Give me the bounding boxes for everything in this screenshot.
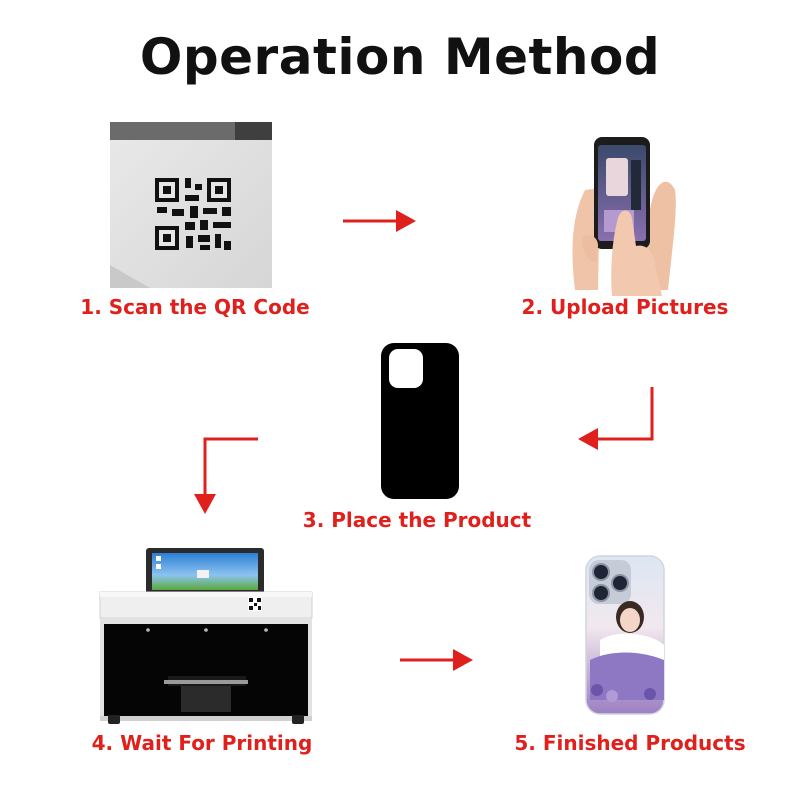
step-1-label: 1. Scan the QR Code [80, 295, 310, 319]
arrow-2-to-3 [578, 387, 654, 450]
arrow-4-to-5 [400, 649, 473, 671]
arrow-1-to-2 [343, 210, 416, 232]
arrow-3-to-4 [194, 437, 258, 514]
hand-holding-smartphone-image [572, 137, 676, 296]
black-phone-case-image [381, 343, 459, 499]
printed-phone-case-image [585, 555, 665, 715]
step-2-label: 2. Upload Pictures [521, 295, 729, 319]
page-title: Operation Method [139, 28, 661, 86]
step-5-label: 5. Finished Products [514, 731, 746, 755]
step-3-label: 3. Place the Product [302, 508, 532, 532]
uv-printer-image [99, 548, 313, 724]
step-4-label: 4. Wait For Printing [91, 731, 313, 755]
qr-code-image [110, 122, 272, 288]
